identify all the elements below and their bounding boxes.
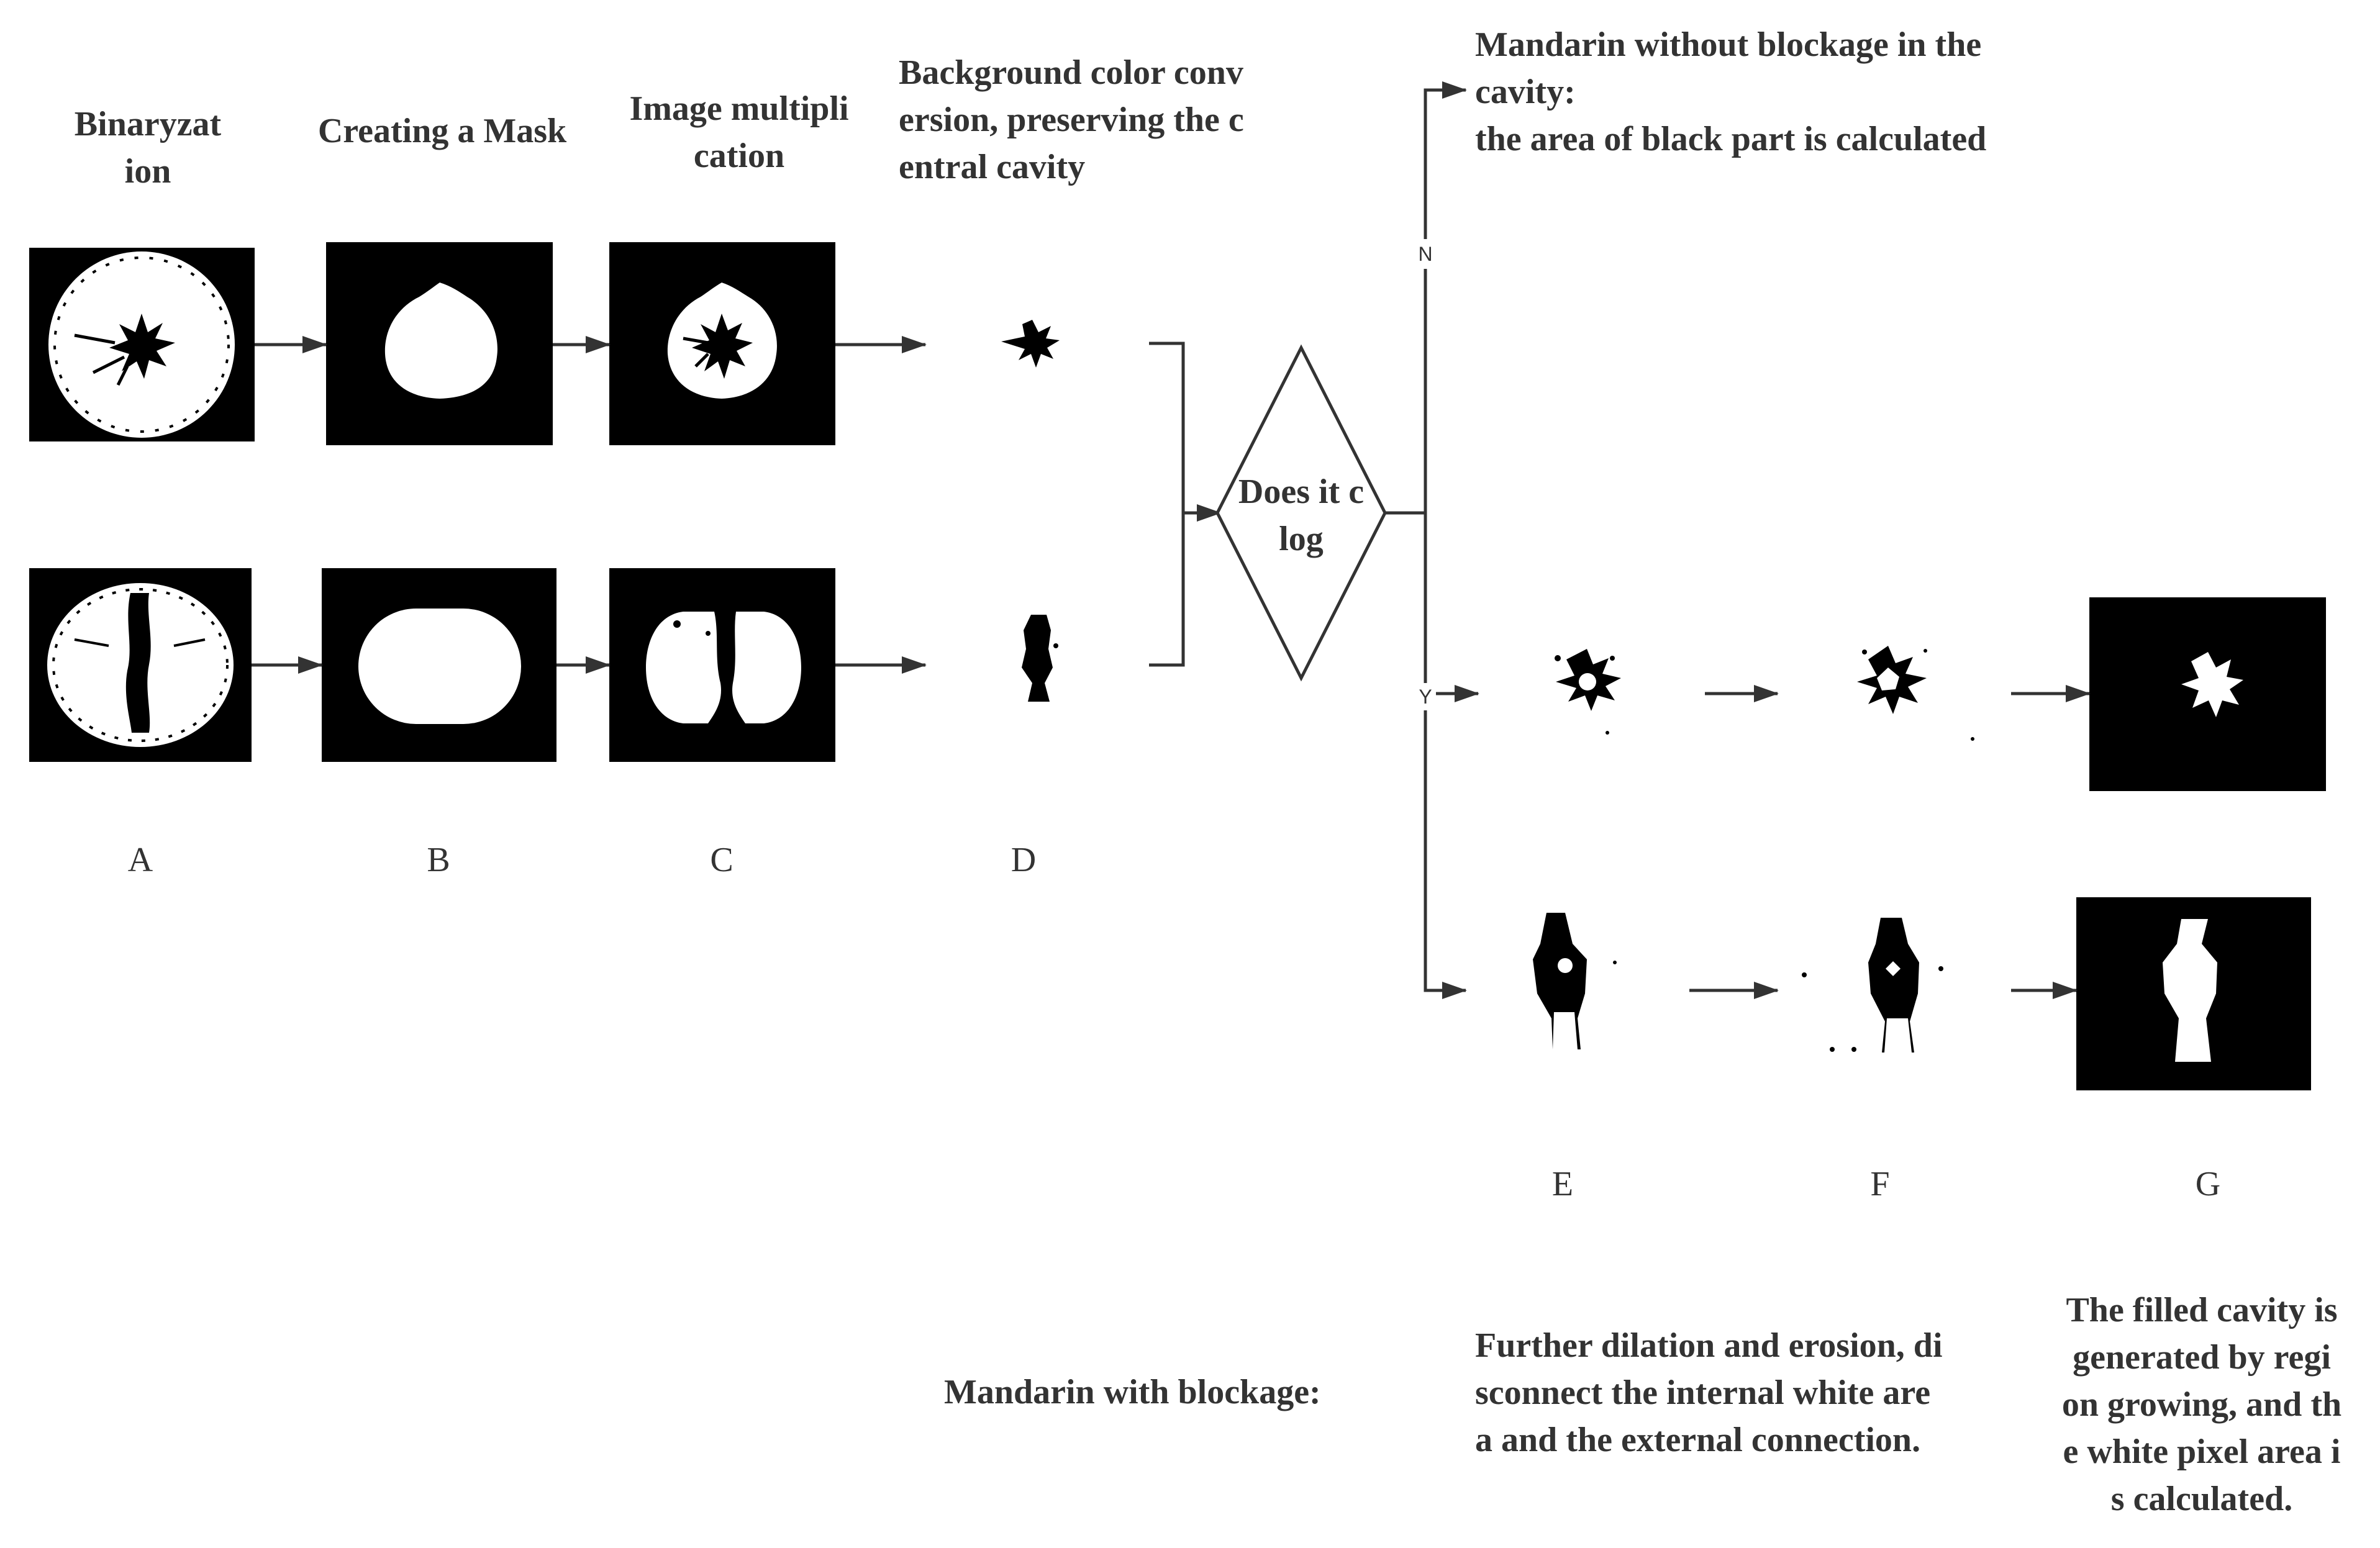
panel-c-top — [609, 242, 835, 445]
step-mask-label: Creating a Mask — [318, 112, 567, 150]
panel-c-bottom — [609, 568, 835, 762]
panel-g-top — [2089, 597, 2326, 791]
panel-e-bottom-blob — [1533, 913, 1617, 1049]
with-blockage-text: Mandarin with blockage: — [944, 1373, 1321, 1411]
panel-label-c: C — [710, 841, 733, 879]
panel-label-b: B — [427, 841, 450, 879]
panel-label-g: G — [2196, 1165, 2220, 1203]
panel-label-f: F — [1870, 1165, 1889, 1203]
yes-branch-label: Y — [1419, 686, 1432, 708]
decision-diamond — [1215, 344, 1387, 682]
panel-a-top — [29, 248, 255, 441]
panel-e-top-blob — [1555, 649, 1621, 735]
panel-d-bottom-blob — [1022, 615, 1058, 702]
panel-label-d: D — [1011, 841, 1036, 879]
flow-arrows — [252, 81, 2091, 999]
no-branch-label: N — [1418, 243, 1432, 265]
panel-b-top — [326, 242, 553, 445]
panel-label-a: A — [128, 841, 153, 879]
panel-d-top-blob — [1001, 320, 1060, 368]
panel-a-bottom — [29, 568, 252, 762]
panel-f-top-blob — [1857, 646, 1974, 741]
panel-g-bottom — [2076, 897, 2311, 1090]
panel-label-e: E — [1552, 1165, 1573, 1203]
panel-b-bottom — [322, 568, 556, 762]
panel-f-bottom-blob — [1802, 918, 1943, 1052]
